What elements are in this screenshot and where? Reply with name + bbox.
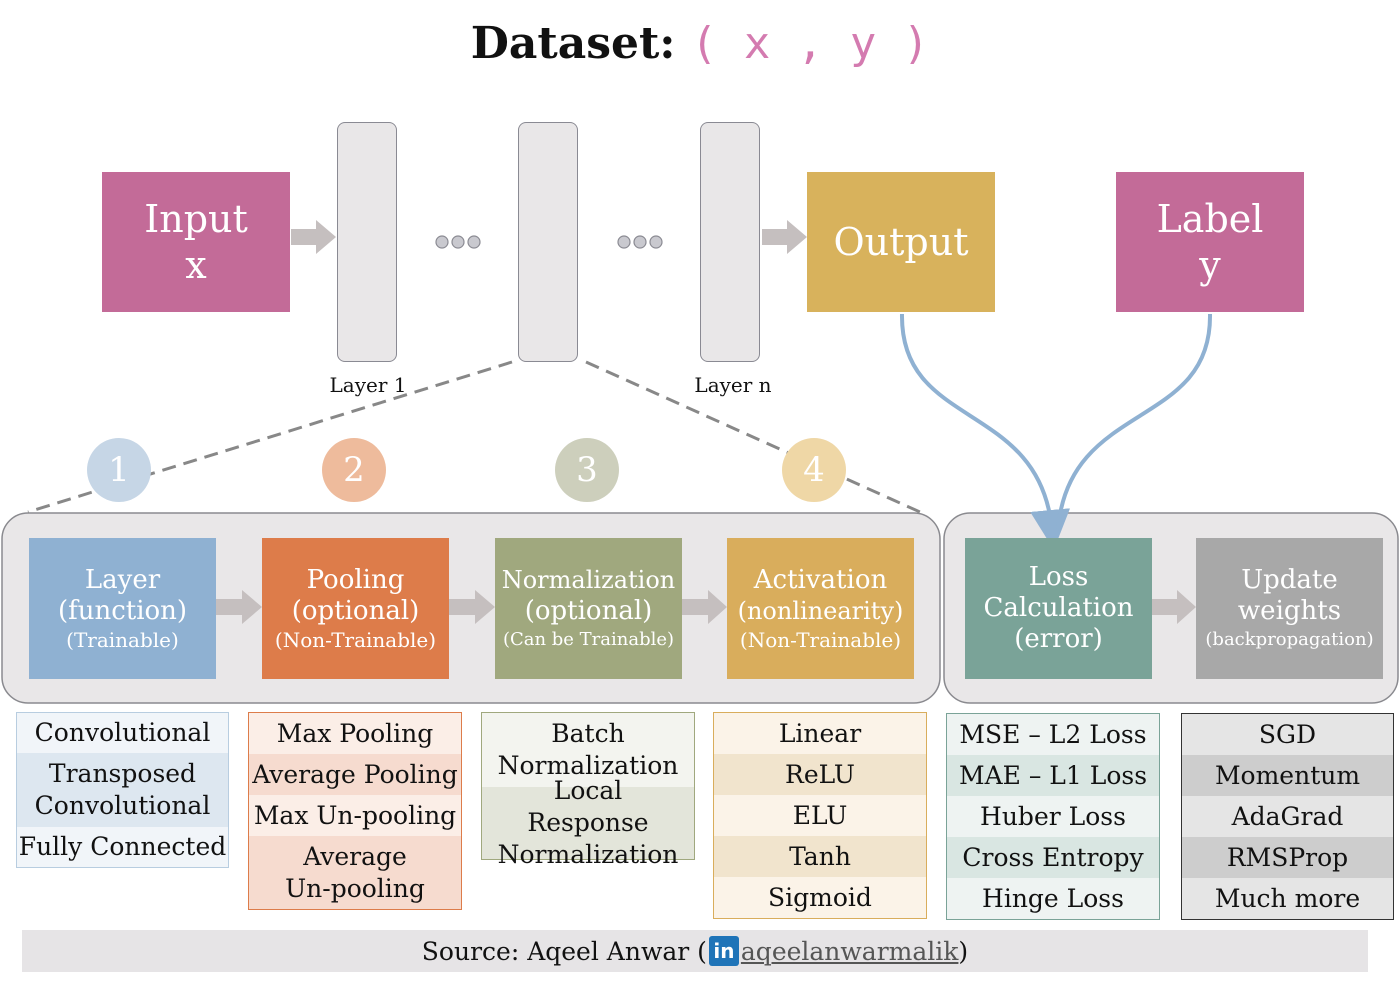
list-item: AdaGrad [1182, 796, 1393, 837]
list-item: Much more [1182, 878, 1393, 919]
update-line-1: Update [1241, 564, 1338, 595]
loss-line-1: Loss [1028, 562, 1089, 592]
input-label: Input [144, 197, 248, 241]
list-item: Max Pooling [249, 713, 461, 754]
activation-step-box: Activation (nonlinearity) (Non-Trainable… [727, 538, 914, 679]
layer-1-block [337, 122, 397, 362]
layer-step-title: Layer [84, 564, 161, 595]
source-prefix: Source: Aqeel Anwar ( [421, 936, 707, 966]
list-item: Momentum [1182, 755, 1393, 796]
normalization-options-list: Batch Normalization Local Response Norma… [481, 712, 695, 869]
layer-middle-block [518, 122, 578, 362]
list-item: Max Un-pooling [249, 795, 461, 836]
normalization-step-title: Normalization [501, 565, 676, 594]
activation-step-note: (Non-Trainable) [739, 627, 902, 652]
list-item: Transposed Convolutional [17, 753, 228, 827]
linkedin-icon: in [708, 936, 739, 966]
title-prefix: Dataset: [470, 18, 676, 69]
input-box: Input x [102, 172, 290, 312]
list-item: SGD [1182, 714, 1393, 755]
linkedin-handle-link[interactable]: aqeelanwarmalik [740, 936, 959, 966]
list-item: Average Un-pooling [249, 836, 461, 909]
layer-step-subtitle: (function) [57, 595, 188, 626]
list-item: Tanh [714, 836, 926, 877]
step-3-circle: 3 [555, 438, 619, 502]
list-item: Sigmoid [714, 877, 926, 918]
list-item: Fully Connected [17, 827, 228, 867]
list-item: Convolutional [17, 713, 228, 753]
pooling-step-title: Pooling [306, 564, 405, 595]
pooling-step-subtitle: (optional) [291, 595, 420, 626]
normalization-step-box: Normalization (optional) (Can be Trainab… [495, 538, 682, 679]
list-item: Huber Loss [947, 796, 1159, 837]
list-item: Average Pooling [249, 754, 461, 795]
pooling-step-note: (Non-Trainable) [274, 627, 437, 652]
label-title: Label [1156, 197, 1264, 241]
update-line-3: (backpropagation) [1205, 628, 1374, 650]
loss-calculation-box: Loss Calculation (error) [965, 538, 1152, 679]
layer-n-block [700, 122, 760, 362]
loss-line-3: (error) [1014, 624, 1103, 654]
output-to-loss-curve [899, 313, 1071, 550]
layer-step-box: Layer (function) (Trainable) [29, 538, 216, 679]
list-item: Batch Normalization [482, 713, 694, 787]
update-line-2: weights [1237, 595, 1342, 626]
pooling-options-list: Max Pooling Average Pooling Max Un-pooli… [248, 712, 462, 910]
list-item: ReLU [714, 754, 926, 795]
zoom-line-right [585, 360, 921, 514]
title-tuple: ( x , y ) [690, 18, 930, 69]
normalization-step-note: (Can be Trainable) [502, 628, 675, 650]
activation-step-subtitle: (nonlinearity) [737, 596, 904, 625]
loss-line-2: Calculation [983, 593, 1134, 623]
list-item: Local Response Normalization [482, 776, 694, 869]
label-to-loss-curve [1056, 313, 1213, 531]
ellipsis-dots [435, 235, 663, 249]
layer-n-caption: Layer n [694, 373, 772, 397]
loss-options-list: MSE – L2 Loss MAE – L1 Loss Huber Loss C… [946, 713, 1160, 920]
list-item: Cross Entropy [947, 837, 1159, 878]
list-item: Hinge Loss [947, 878, 1159, 919]
step-4-circle: 4 [782, 438, 846, 502]
list-item: ELU [714, 795, 926, 836]
step-2-circle: 2 [322, 438, 386, 502]
update-weights-box: Update weights (backpropagation) [1196, 538, 1383, 679]
list-item: RMSProp [1182, 837, 1393, 878]
output-box: Output [807, 172, 995, 312]
activation-options-list: Linear ReLU ELU Tanh Sigmoid [713, 712, 927, 919]
layer-options-list: Convolutional Transposed Convolutional F… [16, 712, 229, 868]
source-suffix: ) [958, 936, 969, 966]
label-variable: y [1199, 243, 1221, 287]
output-label: Output [833, 220, 969, 264]
source-footer: Source: Aqeel Anwar ( in aqeelanwarmalik… [22, 930, 1368, 972]
page-title: Dataset: ( x , y ) [0, 18, 1400, 69]
forward-arrows [216, 220, 1196, 624]
pooling-step-box: Pooling (optional) (Non-Trainable) [262, 538, 449, 679]
activation-step-title: Activation [753, 564, 888, 595]
normalization-step-subtitle: (optional) [524, 595, 653, 626]
label-box: Label y [1116, 172, 1304, 312]
list-item: MAE – L1 Loss [947, 755, 1159, 796]
list-item: Linear [714, 713, 926, 754]
step-1-circle: 1 [87, 438, 151, 502]
layer-1-caption: Layer 1 [329, 373, 407, 397]
optimizer-options-list: SGD Momentum AdaGrad RMSProp Much more [1181, 713, 1394, 920]
layer-step-note: (Trainable) [66, 627, 179, 652]
input-variable: x [185, 243, 207, 287]
list-item: MSE – L2 Loss [947, 714, 1159, 755]
